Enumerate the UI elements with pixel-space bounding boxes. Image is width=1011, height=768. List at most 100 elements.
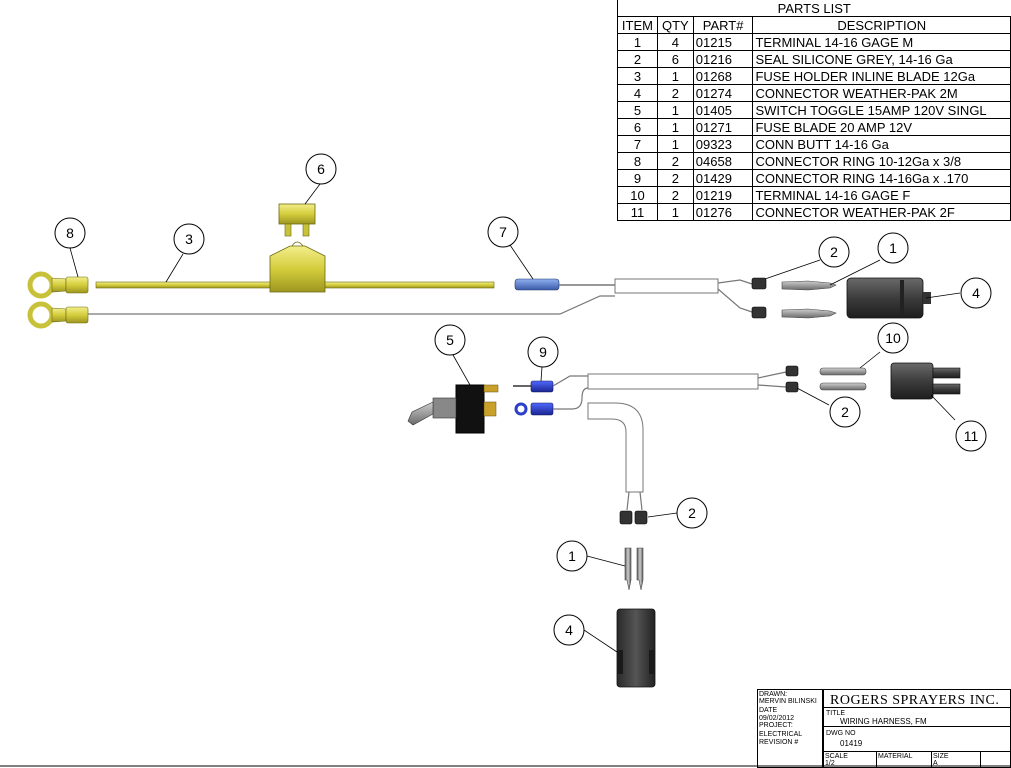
qty-cell: 4 <box>656 33 694 51</box>
male-terminals-upper <box>781 280 837 319</box>
description-cell: CONNECTOR RING 10-12Ga x 3/8 <box>752 152 1011 170</box>
svg-text:2: 2 <box>688 505 696 521</box>
drawn-label: DRAWN: <box>759 691 788 698</box>
balloon-4-bottom: 4 <box>553 614 585 646</box>
svg-text:7: 7 <box>499 224 507 240</box>
title-label: TITLE <box>826 710 846 717</box>
balloon-6: 6 <box>305 153 337 185</box>
qty-cell: 6 <box>656 50 694 68</box>
description-cell: CONNECTOR WEATHER-PAK 2F <box>752 203 1011 221</box>
svg-text:4: 4 <box>565 622 573 638</box>
column-header-item: ITEM <box>617 16 658 34</box>
description-cell: CONNECTOR WEATHER-PAK 2M <box>752 84 1011 102</box>
svg-text:6: 6 <box>317 161 325 177</box>
male-terminals-vertical <box>624 547 644 591</box>
svg-text:5: 5 <box>446 332 454 348</box>
part-cell: 04658 <box>692 152 754 170</box>
svg-text:2: 2 <box>830 244 838 260</box>
qty-cell: 2 <box>656 169 694 187</box>
parts-list-title: PARTS LIST <box>617 0 1011 17</box>
svg-text:8: 8 <box>66 225 74 241</box>
column-header-part: PART# <box>692 16 754 34</box>
description-cell: TERMINAL 14-16 GAGE F <box>752 186 1011 204</box>
column-header-description: DESCRIPTION <box>752 16 1011 34</box>
balloon-10: 10 <box>877 322 909 354</box>
balloon-1-upper: 1 <box>877 232 909 264</box>
balloon-1-bottom: 1 <box>556 540 588 572</box>
blue-ring-terminals <box>513 380 554 416</box>
item-cell: 4 <box>617 84 658 102</box>
part-cell: 09323 <box>692 135 754 153</box>
material-cell: MATERIAL <box>876 751 932 768</box>
item-cell: 7 <box>617 135 658 153</box>
item-cell: 1 <box>617 33 658 51</box>
switch-harness <box>407 362 961 688</box>
seal-pair-upper <box>751 277 767 319</box>
revision-label: REVISION # <box>759 739 799 746</box>
part-cell: 01274 <box>692 84 754 102</box>
blade-fuse <box>278 203 316 237</box>
size-value: A <box>933 760 938 767</box>
title-block: DRAWN: MERVIN BILINSKI DATE 09/02/2012 P… <box>757 689 1011 768</box>
scale-cell: SCALE 1/2 <box>823 751 877 768</box>
svg-text:10: 10 <box>885 330 901 346</box>
harness-sheath-upper <box>614 278 719 294</box>
ring-terminal-yellow-top <box>27 271 89 299</box>
female-terminals <box>819 367 867 391</box>
size-cell: SIZE A <box>931 751 981 768</box>
qty-cell: 1 <box>656 203 694 221</box>
svg-text:9: 9 <box>539 344 547 360</box>
item-cell: 2 <box>617 50 658 68</box>
item-cell: 6 <box>617 118 658 136</box>
scale-value: 1/2 <box>825 760 835 767</box>
part-cell: 01268 <box>692 67 754 85</box>
svg-text:2: 2 <box>841 404 849 420</box>
qty-cell: 1 <box>656 67 694 85</box>
qty-cell: 2 <box>656 152 694 170</box>
harness-sheath-bend <box>587 402 644 493</box>
weatherpak-2f <box>890 362 961 400</box>
weatherpak-2m-bottom <box>616 608 656 688</box>
company-name: ROGERS SPRAYERS INC. <box>830 693 1000 708</box>
part-cell: 01271 <box>692 118 754 136</box>
balloon-11: 11 <box>955 420 987 452</box>
description-cell: SEAL SILICONE GREY, 14-16 Ga <box>752 50 1011 68</box>
dwg-number: 01419 <box>840 739 863 748</box>
date-label: DATE <box>759 707 778 714</box>
qty-cell: 1 <box>656 118 694 136</box>
qty-cell: 1 <box>656 101 694 119</box>
svg-text:11: 11 <box>964 428 979 444</box>
item-cell: 3 <box>617 67 658 85</box>
drawn-by: MERVIN BILINSKI <box>759 698 817 705</box>
balloon-7: 7 <box>487 216 519 248</box>
svg-text:3: 3 <box>185 231 193 247</box>
balloon-9: 9 <box>527 336 559 368</box>
date-value: 09/02/2012 <box>759 715 795 722</box>
butt-connector <box>514 278 615 291</box>
leader-lines <box>69 183 961 653</box>
part-cell: 01405 <box>692 101 754 119</box>
item-cell: 9 <box>617 169 658 187</box>
description-cell: TERMINAL 14-16 GAGE M <box>752 33 1011 51</box>
description-cell: SWITCH TOGGLE 15AMP 120V SINGL <box>752 101 1011 119</box>
white-wire-lower <box>88 295 615 315</box>
dwg-label: DWG NO <box>826 730 856 737</box>
weatherpak-2m-right <box>846 277 931 319</box>
seal-pair-bottom <box>619 510 648 525</box>
title-block-left: DRAWN: MERVIN BILINSKI DATE 09/02/2012 P… <box>757 689 823 768</box>
column-header-qty: QTY <box>656 16 694 34</box>
fuse-harness <box>27 203 931 329</box>
balloon-2-upper: 2 <box>818 236 850 268</box>
part-cell: 01219 <box>692 186 754 204</box>
sheet-cell <box>980 751 1011 768</box>
project-value: ELECTRICAL <box>759 731 803 738</box>
balloon-3: 3 <box>173 223 205 255</box>
